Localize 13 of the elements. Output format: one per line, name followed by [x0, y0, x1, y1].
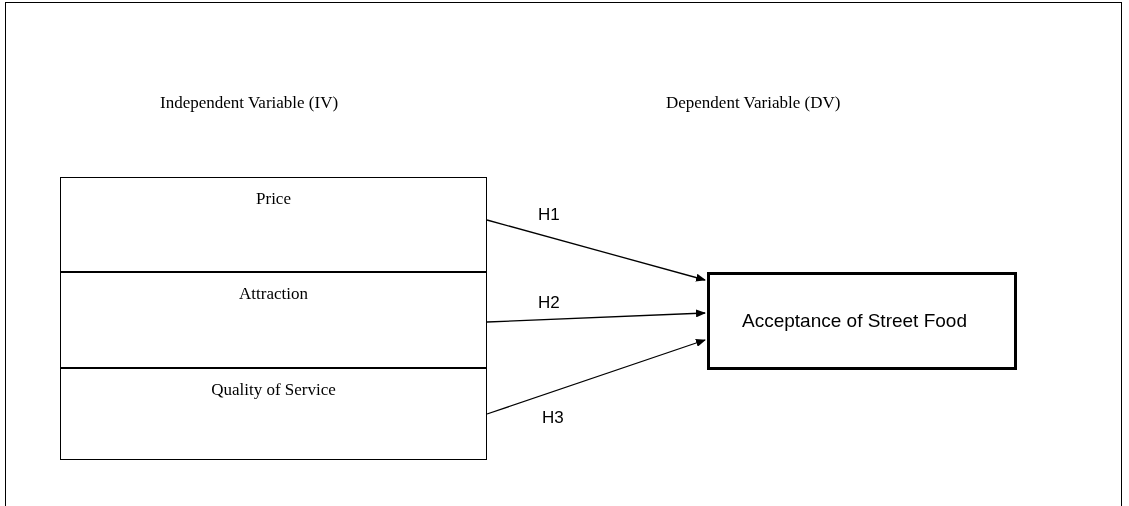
variable-box [60, 368, 487, 460]
variable-box [707, 272, 1017, 370]
column-heading: Independent Variable (IV) [160, 92, 339, 114]
box-text: Quality of Service [211, 379, 336, 401]
column-heading: Dependent Variable (DV) [666, 92, 841, 114]
arrow [486, 309, 706, 323]
arrow [486, 339, 706, 415]
box-text: Acceptance of Street Food [741, 309, 968, 333]
arrow [486, 219, 706, 282]
box-text: Price [256, 188, 291, 210]
variable-box [60, 272, 487, 368]
variable-box [60, 177, 487, 272]
box-text: Attraction [239, 283, 308, 305]
